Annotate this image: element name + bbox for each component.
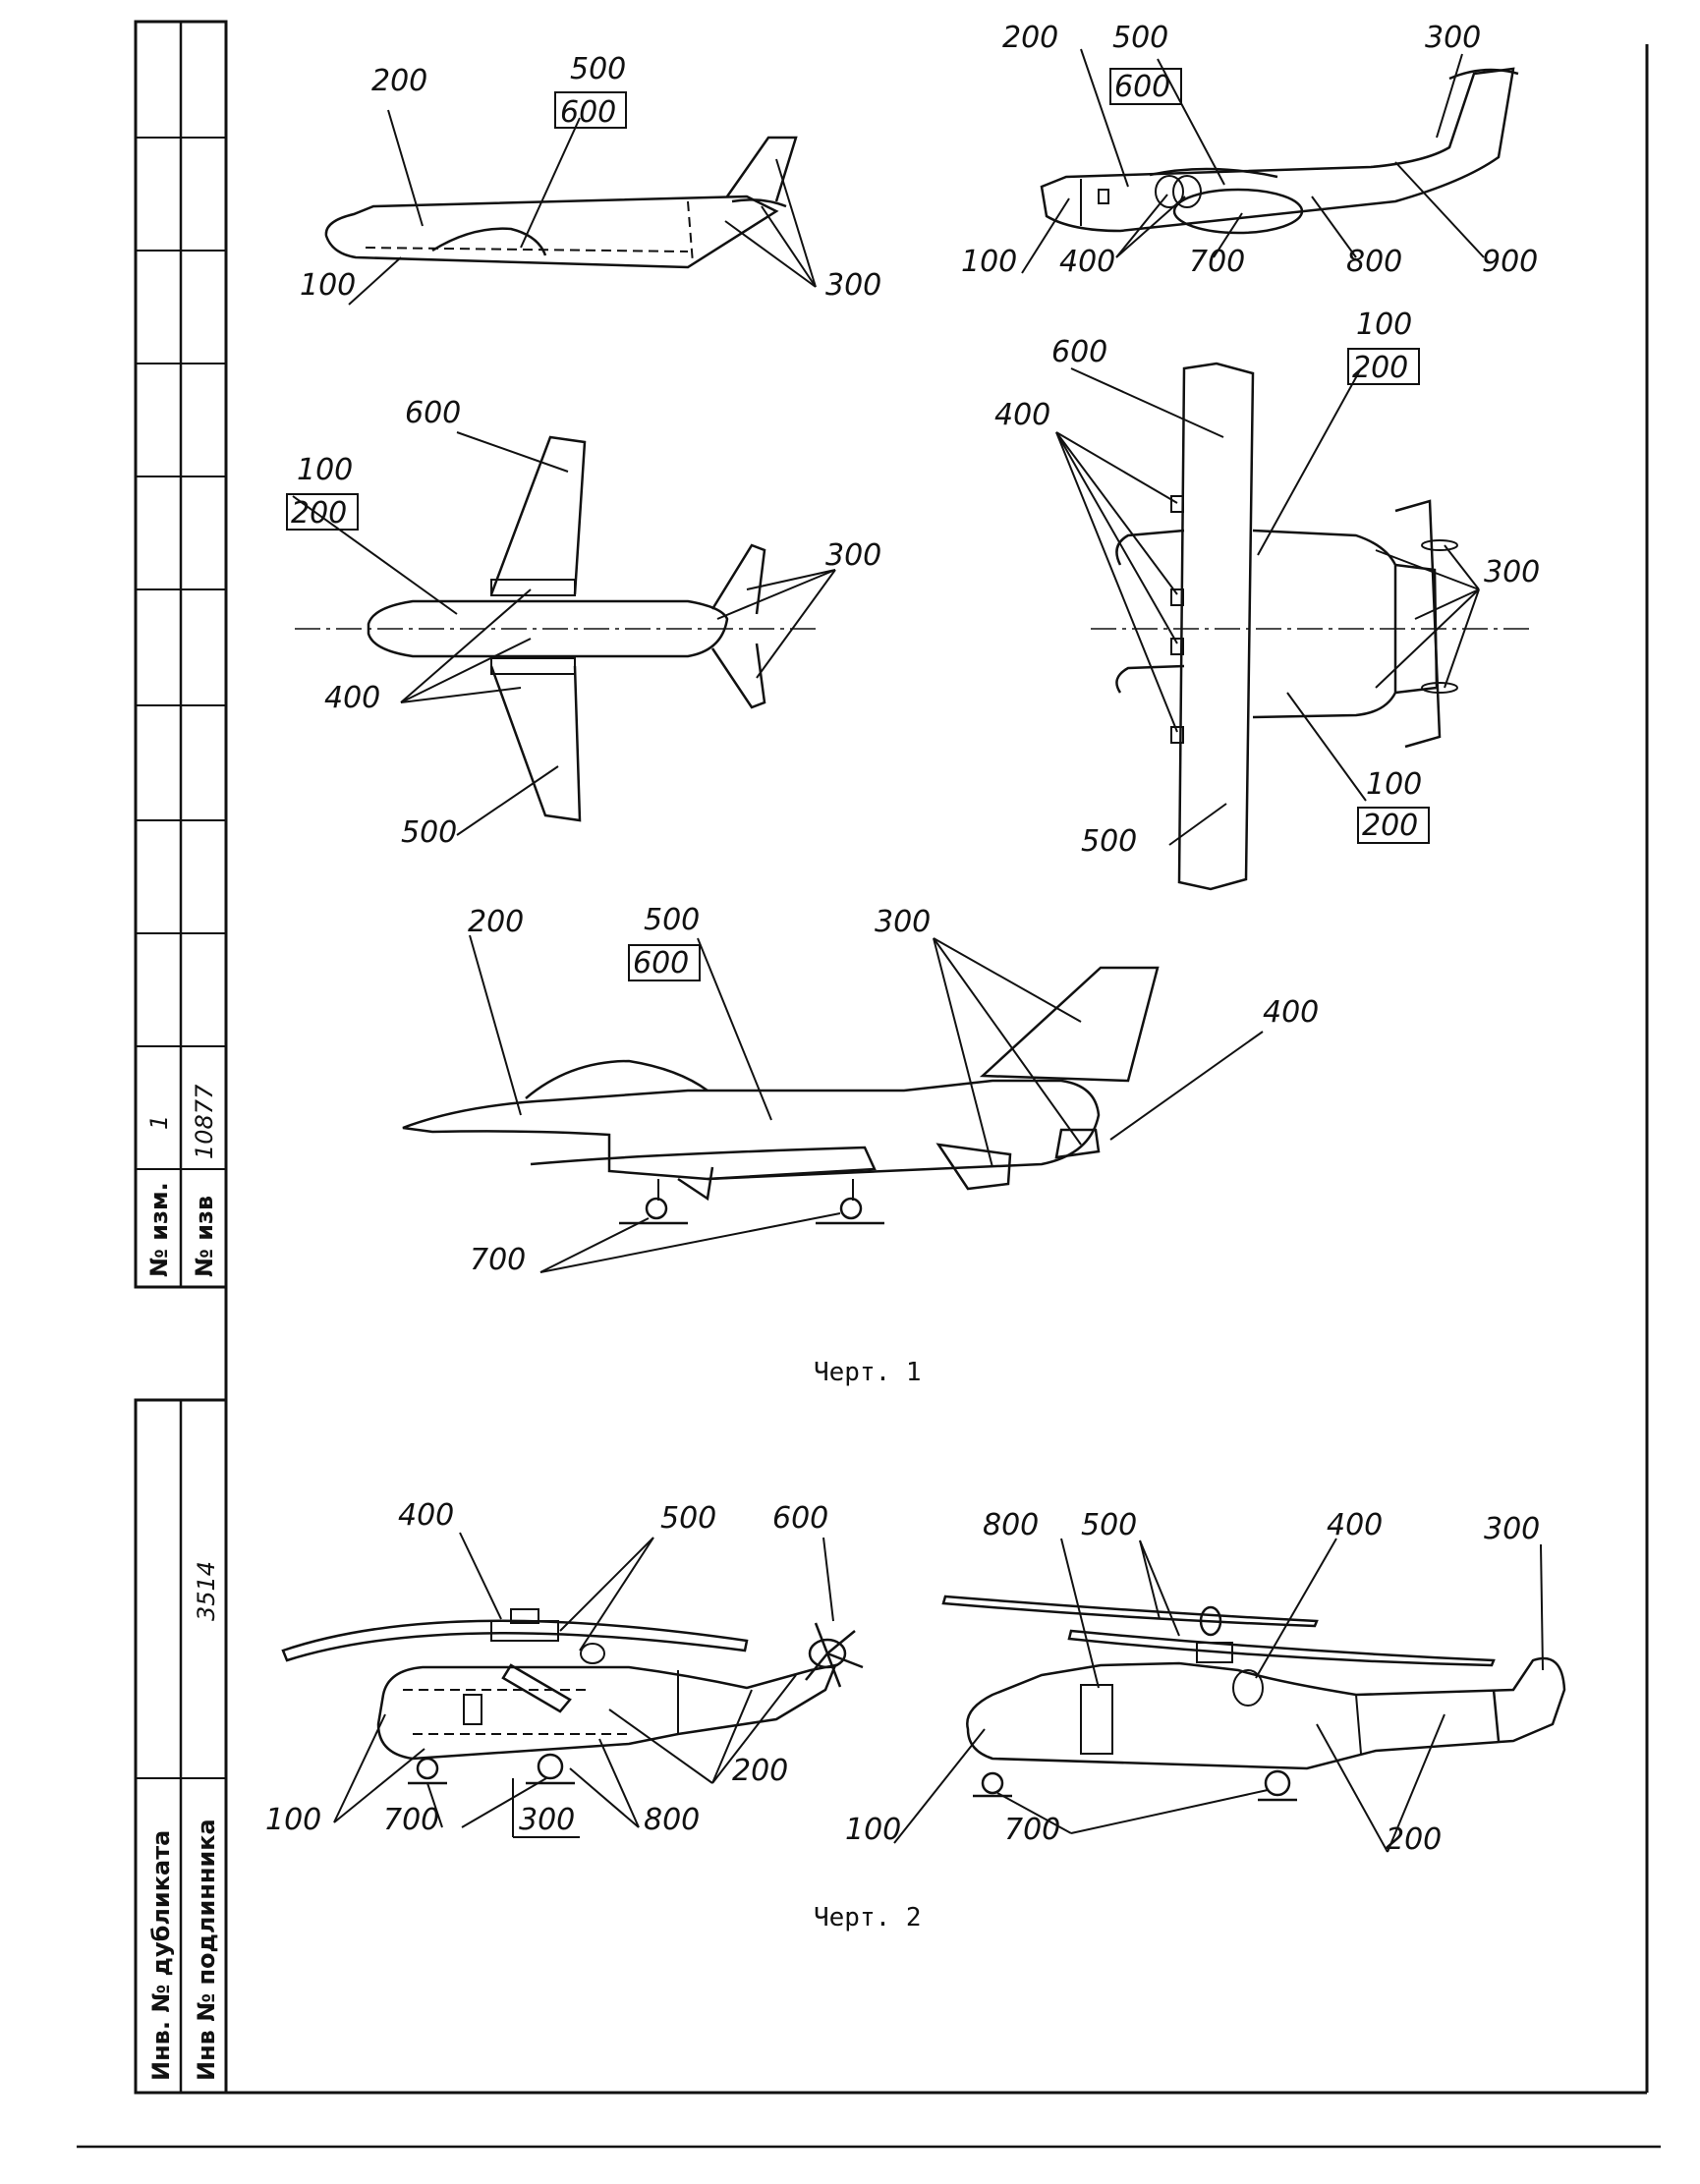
stamp-izv-value: 10877: [191, 1084, 218, 1159]
stamp-inv-podlinnika-label: Инв № подлинника: [193, 1819, 220, 2081]
label-900: 900: [1482, 245, 1538, 279]
label-100: 100: [845, 1813, 901, 1847]
label-400: 400: [324, 681, 380, 715]
label-300: 300: [1425, 21, 1481, 55]
label-500: 500: [1081, 1508, 1137, 1542]
label-200: 200: [1362, 809, 1418, 843]
label-400: 400: [994, 398, 1050, 432]
label-600: 600: [633, 946, 689, 980]
stamp-inv-value: 3514: [193, 1561, 220, 1621]
label-300: 300: [1484, 555, 1540, 589]
label-200: 200: [1386, 1822, 1442, 1857]
label-300: 300: [519, 1803, 575, 1837]
label-400: 400: [398, 1498, 454, 1533]
label-700: 700: [1189, 245, 1245, 279]
airliner-side-view: 100 200 500 600 300: [300, 52, 881, 306]
label-500: 500: [660, 1501, 716, 1536]
label-600: 600: [1051, 335, 1107, 369]
airliner-top-view: 600 100 200 300 400 500: [286, 396, 881, 850]
label-100: 100: [300, 268, 356, 303]
label-300: 300: [825, 538, 881, 573]
label-600: 600: [560, 95, 616, 130]
label-100: 100: [1366, 767, 1422, 802]
label-400: 400: [1059, 245, 1115, 279]
label-800: 800: [1346, 245, 1402, 279]
helicopter-tail-rotor-view: 400 500 600 200 100 700 300 800: [265, 1498, 864, 1838]
transport-side-view: 100 200 500 600 300 400 700 800 900: [961, 21, 1538, 279]
label-100: 100: [1356, 308, 1412, 342]
stamp-inv-dublikata-label: Инв. № дубликата: [147, 1830, 175, 2081]
helicopter-coaxial-view: 800 500 400 300 100 700 200: [845, 1508, 1566, 1857]
label-600: 600: [1114, 70, 1170, 104]
label-500: 500: [570, 52, 626, 86]
inventory-stamp: Инв. № дубликата Инв № подлинника 3514: [134, 1398, 228, 2095]
label-700: 700: [470, 1243, 526, 1277]
stamp-no-izm-label: № изм.: [145, 1182, 173, 1277]
label-200: 200: [291, 496, 347, 531]
label-700: 700: [1004, 1813, 1060, 1847]
fighter-side-view: 200 500 600 300 400 700: [402, 903, 1319, 1277]
caption-chert-1: Черт. 1: [814, 1358, 922, 1387]
label-200: 200: [468, 905, 524, 939]
label-200: 200: [1352, 351, 1408, 385]
stamp-no-izv-label: № изв: [191, 1196, 218, 1277]
label-200: 200: [1002, 21, 1058, 55]
label-200: 200: [732, 1754, 788, 1788]
label-500: 500: [644, 903, 700, 937]
label-600: 600: [772, 1501, 828, 1536]
label-100: 100: [961, 245, 1017, 279]
revision-stamp: № изм. № изв 1 10877: [134, 20, 228, 1289]
label-600: 600: [405, 396, 461, 430]
label-800: 800: [983, 1508, 1039, 1542]
label-500: 500: [1081, 824, 1137, 859]
label-100: 100: [297, 453, 353, 487]
label-700: 700: [383, 1803, 439, 1837]
label-100: 100: [265, 1803, 321, 1837]
label-300: 300: [875, 905, 931, 939]
label-800: 800: [644, 1803, 700, 1837]
label-300: 300: [825, 268, 881, 303]
label-500: 500: [1112, 21, 1168, 55]
label-400: 400: [1327, 1508, 1383, 1542]
label-400: 400: [1263, 995, 1319, 1030]
transport-top-view: 600 100 200 400 300 100 200 500: [994, 308, 1540, 891]
stamp-izm-value: 1: [145, 1115, 173, 1130]
caption-chert-2: Черт. 2: [814, 1903, 922, 1932]
label-200: 200: [371, 64, 427, 98]
label-500: 500: [401, 815, 457, 850]
label-300: 300: [1484, 1512, 1540, 1546]
